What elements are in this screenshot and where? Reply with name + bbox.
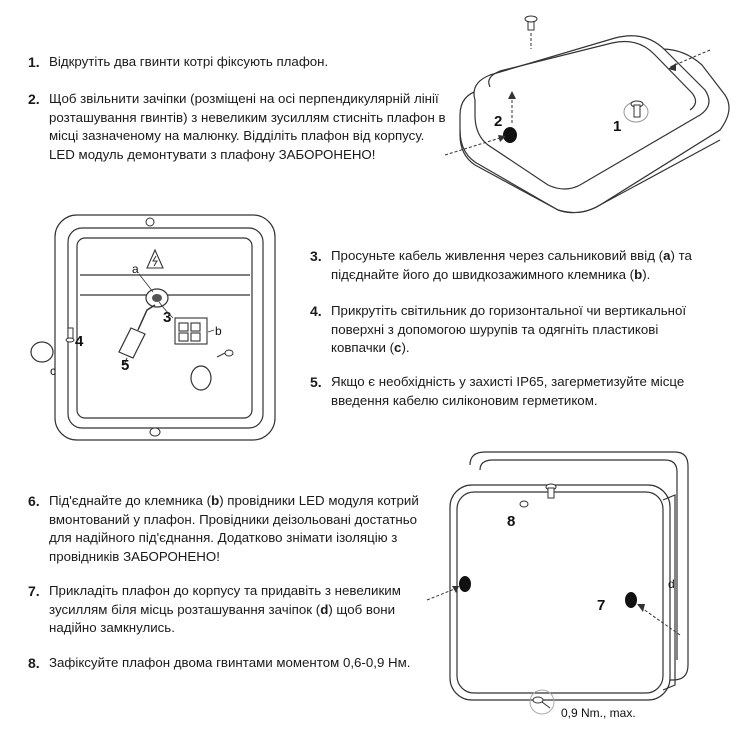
- label-2: 2: [494, 113, 502, 130]
- label-1: 1: [613, 118, 621, 135]
- step-3: 3. Просуньте кабель живлення через сальн…: [310, 247, 695, 284]
- step-text: Під'єднайте до клемника (b) провідники L…: [49, 493, 419, 564]
- step-number: 5.: [310, 374, 322, 390]
- step-text: Просуньте кабель живлення через сальнико…: [331, 248, 692, 282]
- label-ref-c: c: [394, 340, 402, 355]
- screw-icon: [524, 15, 538, 31]
- step-number: 3.: [310, 248, 322, 264]
- figure-housing-wiring: a 3 b 4 5 c: [30, 214, 276, 441]
- terminal-block: [174, 317, 208, 345]
- label-c: c: [50, 364, 56, 378]
- step-number: 7.: [28, 583, 40, 599]
- torque-label: 0,9 Nm., max.: [561, 706, 636, 720]
- label-ref-d: d: [320, 601, 329, 617]
- step-6: 6. Під'єднайте до клемника (b) провідник…: [28, 492, 433, 566]
- step-text: Якщо є необхідність у захисті IP65, заге…: [331, 374, 685, 408]
- step-7: 7. Прикладіть плафон до корпусу та прида…: [28, 582, 428, 638]
- latch-marker: [503, 127, 517, 143]
- screw-hole-icon: [529, 689, 555, 715]
- step-number: 1.: [28, 54, 40, 70]
- latch-marker: [625, 592, 637, 608]
- label-8: 8: [507, 513, 515, 530]
- step-text: Щоб звільнити зачіпки (розміщені на осі …: [49, 91, 446, 162]
- screw-icon: [630, 100, 644, 118]
- step-text: Прикладіть плафон до корпусу та придавіт…: [49, 583, 401, 635]
- cap-icon: [30, 341, 54, 363]
- step-1: 1. Відкрутіть два гвинти котрі фіксують …: [28, 53, 428, 72]
- step-text: Зафіксуйте плафон двома гвинтами моменто…: [49, 655, 411, 670]
- figure-attach-cover: 8 7 d 0,9 Nm., max.: [426, 451, 689, 720]
- label-b: b: [215, 324, 222, 338]
- label-d: d: [668, 577, 675, 591]
- step-number: 8.: [28, 655, 40, 671]
- label-a: a: [132, 262, 139, 276]
- figure-remove-cover: 1 2: [444, 15, 730, 214]
- step-text: Відкрутіть два гвинти котрі фіксують пла…: [49, 54, 329, 69]
- step-number: 2.: [28, 91, 40, 107]
- screw-icon: [519, 500, 529, 508]
- latch-marker: [459, 576, 471, 592]
- screw-icon: [532, 696, 551, 709]
- label-4: 4: [75, 333, 84, 350]
- step-text: Прикрутіть світильник до горизонтальної …: [331, 303, 687, 355]
- step-number: 6.: [28, 493, 40, 509]
- screw-icon: [216, 349, 234, 358]
- label-ref-b: b: [634, 266, 643, 282]
- label-7: 7: [597, 597, 605, 614]
- label-5: 5: [121, 357, 129, 374]
- step-number: 4.: [310, 303, 322, 319]
- screw-icon: [545, 483, 557, 499]
- label-ref-b: b: [211, 493, 220, 508]
- warning-icon: [146, 248, 164, 269]
- step-8: 8. Зафіксуйте плафон двома гвинтами моме…: [28, 654, 448, 673]
- label-3: 3: [163, 309, 171, 326]
- screw-icon: [65, 327, 75, 343]
- step-2: 2. Щоб звільнити зачіпки (розміщені на о…: [28, 90, 453, 164]
- label-ref-a: a: [663, 248, 671, 263]
- step-5: 5. Якщо є необхідність у захисті IP65, з…: [310, 373, 695, 410]
- step-4: 4. Прикрутіть світильник до горизонтальн…: [310, 302, 705, 358]
